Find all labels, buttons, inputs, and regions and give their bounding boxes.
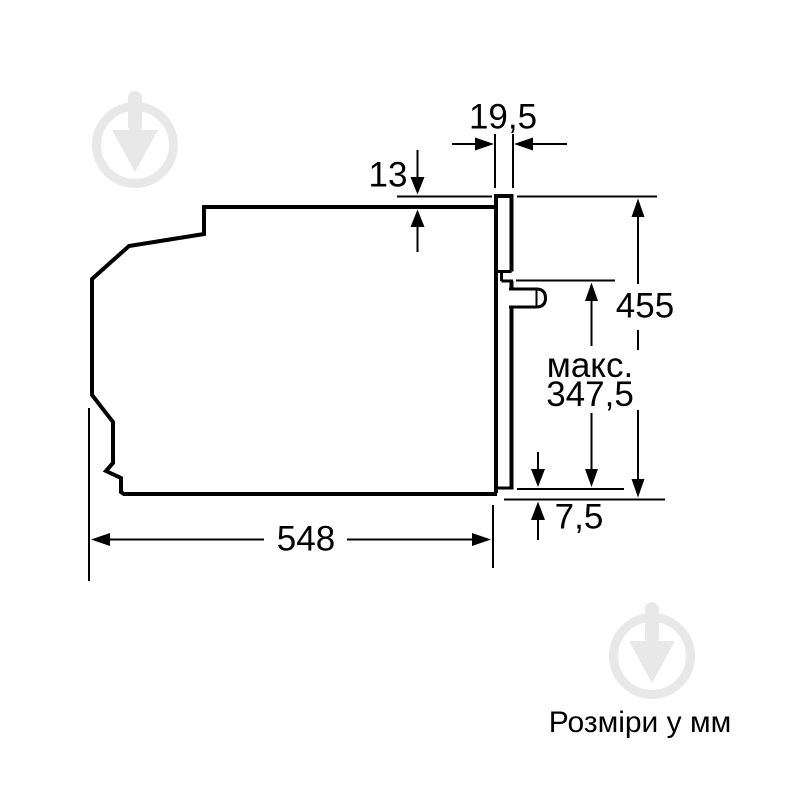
oven-door — [494, 194, 514, 493]
max-word: макс. — [546, 346, 634, 385]
dim-max-height — [516, 279, 615, 487]
depth-label: 548 — [271, 520, 341, 558]
dim-front-depth — [452, 134, 567, 188]
total-height-label: 455 — [610, 287, 680, 325]
front-depth-label: 19,5 — [468, 97, 538, 137]
dim-depth — [88, 408, 494, 581]
bottom-gap-label: 7,5 — [554, 497, 604, 537]
dim-top-gap — [397, 150, 492, 252]
units-note: Розміри у мм — [548, 706, 732, 739]
dim-bottom-gap — [504, 452, 665, 540]
top-gap-label: 13 — [368, 155, 408, 195]
oven-body-outline — [90, 205, 497, 496]
door-handle — [509, 287, 548, 309]
max-value: 347,5 — [546, 375, 634, 414]
max-height-label: макс. 347,5 — [541, 346, 639, 414]
